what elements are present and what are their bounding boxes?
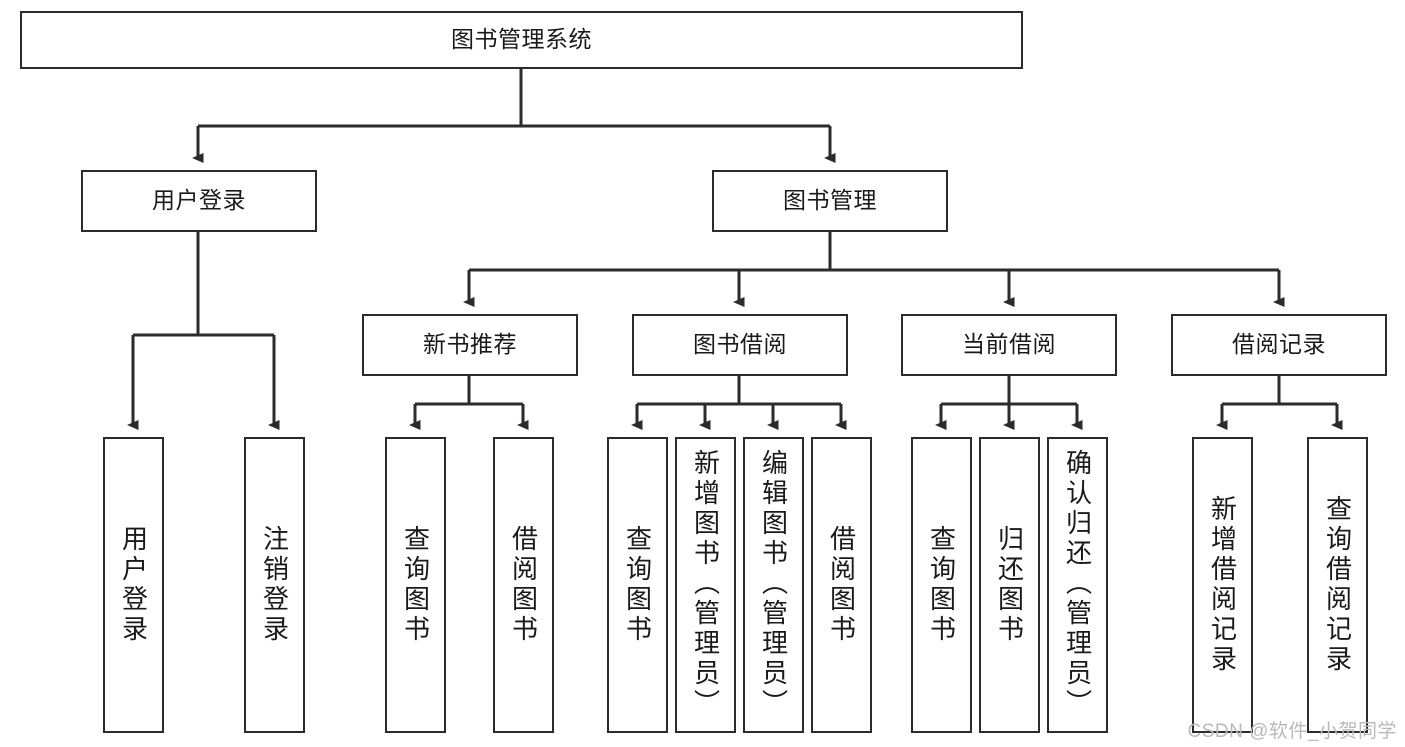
node-current-borrow-label: 当前借阅	[962, 331, 1056, 358]
node-new-book-recommend[interactable]: 新书推荐	[362, 314, 578, 376]
watermark-text: CSDN @软件_小贺同学	[1187, 721, 1397, 742]
node-leaf-borrow-book-2[interactable]: 借阅图书	[811, 437, 872, 733]
node-leaf-borrow-book-2-label: 借阅图书	[826, 525, 857, 645]
node-leaf-add-book[interactable]: 新增图书（管理员）	[675, 437, 736, 733]
node-leaf-query-book-1-label: 查询图书	[400, 525, 431, 645]
node-leaf-confirm-return[interactable]: 确认归还（管理员）	[1047, 437, 1108, 733]
node-leaf-query-book-3-label: 查询图书	[926, 525, 957, 645]
node-new-book-recommend-label: 新书推荐	[423, 331, 517, 358]
node-leaf-query-book-2[interactable]: 查询图书	[607, 437, 668, 733]
node-leaf-query-book-3[interactable]: 查询图书	[911, 437, 972, 733]
node-leaf-borrow-book-1[interactable]: 借阅图书	[493, 437, 554, 733]
node-leaf-add-book-label: 新增图书（管理员）	[690, 449, 721, 719]
node-borrow-record[interactable]: 借阅记录	[1171, 314, 1387, 376]
node-leaf-query-record[interactable]: 查询借阅记录	[1307, 437, 1368, 733]
node-leaf-edit-book[interactable]: 编辑图书（管理员）	[743, 437, 804, 733]
node-leaf-query-book-1[interactable]: 查询图书	[385, 437, 446, 733]
node-leaf-logout-login-label: 注销登录	[259, 525, 290, 645]
node-leaf-confirm-return-label: 确认归还（管理员）	[1062, 449, 1093, 719]
node-leaf-user-login[interactable]: 用户登录	[103, 437, 164, 733]
node-user-login[interactable]: 用户登录	[81, 170, 317, 232]
node-leaf-return-book-label: 归还图书	[994, 525, 1025, 645]
node-book-management-label: 图书管理	[783, 187, 877, 214]
node-leaf-edit-book-label: 编辑图书（管理员）	[758, 449, 789, 719]
node-book-management[interactable]: 图书管理	[712, 170, 948, 232]
node-leaf-user-login-label: 用户登录	[118, 525, 149, 645]
node-root[interactable]: 图书管理系统	[20, 11, 1023, 69]
node-leaf-query-record-label: 查询借阅记录	[1322, 495, 1353, 675]
node-root-label: 图书管理系统	[451, 26, 592, 53]
node-leaf-return-book[interactable]: 归还图书	[979, 437, 1040, 733]
node-leaf-query-book-2-label: 查询图书	[622, 525, 653, 645]
node-leaf-logout-login[interactable]: 注销登录	[244, 437, 305, 733]
node-user-login-label: 用户登录	[152, 187, 246, 214]
node-book-borrow[interactable]: 图书借阅	[632, 314, 848, 376]
node-leaf-add-record-label: 新增借阅记录	[1207, 495, 1238, 675]
node-current-borrow[interactable]: 当前借阅	[901, 314, 1117, 376]
node-leaf-add-record[interactable]: 新增借阅记录	[1192, 437, 1253, 733]
node-leaf-borrow-book-1-label: 借阅图书	[508, 525, 539, 645]
node-book-borrow-label: 图书借阅	[693, 331, 787, 358]
node-borrow-record-label: 借阅记录	[1232, 331, 1326, 358]
